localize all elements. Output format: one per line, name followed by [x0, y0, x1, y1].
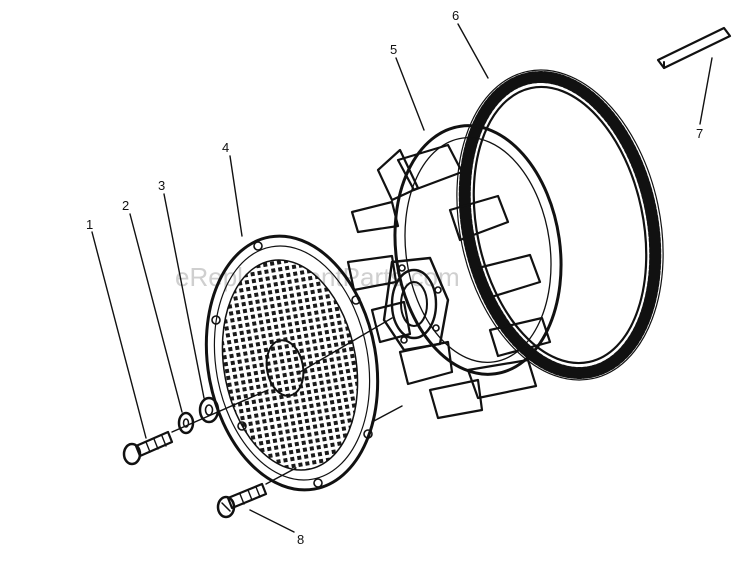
callout-5: 5: [390, 42, 397, 57]
leader-8: [249, 509, 295, 533]
flywheel-fins: [346, 143, 552, 420]
ring-gear: [456, 69, 664, 381]
flywheel-bolt: [122, 430, 174, 466]
callout-7: 7: [696, 126, 703, 141]
flywheel: [346, 124, 563, 420]
screen-bolt: [216, 482, 268, 519]
callout-4: 4: [222, 140, 229, 155]
leader-5: [395, 57, 425, 131]
assembly-centerlines: [171, 317, 403, 485]
callout-6: 6: [452, 8, 459, 23]
callout-2: 2: [122, 198, 129, 213]
flat-washer: [198, 396, 220, 424]
leader-6: [457, 23, 489, 79]
callout-3: 3: [158, 178, 165, 193]
leader-7: [699, 57, 713, 125]
leader-1: [91, 231, 147, 439]
leader-4: [229, 155, 243, 237]
flywheel-screen: [204, 234, 380, 492]
callout-leader-lines: [91, 23, 713, 533]
callout-labels: 1 2 3 4 5 6 7 8: [86, 8, 703, 547]
screen-mounting-holes: [211, 241, 373, 488]
leader-2: [129, 213, 183, 413]
woodruff-key: [656, 26, 732, 70]
callout-1: 1: [86, 217, 93, 232]
flywheel-hub: [382, 256, 450, 352]
callout-8: 8: [297, 532, 304, 547]
leader-3: [163, 193, 205, 399]
